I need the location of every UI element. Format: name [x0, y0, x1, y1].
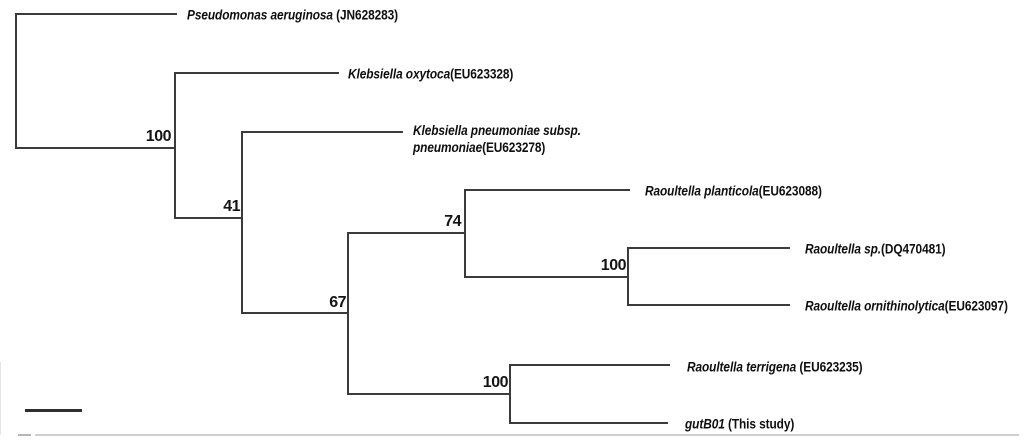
- tree-branch: [15, 147, 176, 149]
- tree-branch: [347, 232, 466, 234]
- bootstrap-value: 41: [223, 198, 240, 215]
- taxon-name: gutB01: [685, 416, 725, 432]
- tree-branch: [347, 393, 511, 395]
- taxon-name: Raoultella planticola: [645, 183, 759, 199]
- taxon-label: Raoultella ornithinolytica(EU623097): [805, 298, 1008, 315]
- taxon-accession: (JN628283): [332, 7, 399, 23]
- page-edge-line: [18, 434, 31, 436]
- tree-branch: [464, 189, 630, 191]
- taxon-accession: (EU623328): [450, 66, 514, 82]
- bootstrap-value: 100: [600, 257, 627, 274]
- page-edge-line: [35, 434, 1019, 436]
- taxon-label: Klebsiella oxytoca(EU623328): [348, 66, 513, 83]
- taxon-name: Raoultella sp.: [805, 241, 882, 257]
- taxon-label: Klebsiella pneumoniae subsp. pneumoniae(E…: [413, 122, 581, 156]
- taxon-accession: (DQ470481): [881, 241, 946, 257]
- taxon-accession: (This study): [724, 416, 795, 432]
- tree-branch: [509, 422, 668, 424]
- page-edge-line: [0, 362, 1, 435]
- tree-branch: [174, 72, 339, 74]
- taxon-label: Pseudomonas aeruginosa (JN628283): [187, 7, 398, 24]
- tree-branch: [241, 131, 403, 133]
- scale-bar: [25, 409, 82, 412]
- taxon-label: Raoultella planticola(EU623088): [645, 183, 822, 200]
- taxon-accession: (EU623235): [796, 359, 863, 375]
- taxon-name: pneumoniae: [413, 140, 483, 155]
- bootstrap-value: 100: [482, 374, 509, 391]
- taxon-name: Klebsiella pneumoniae subsp.: [413, 123, 581, 138]
- tree-branch: [241, 312, 349, 314]
- tree-branch: [174, 217, 243, 219]
- taxon-name: Raoultella terrigena: [687, 359, 797, 375]
- taxon-accession: (EU623097): [944, 298, 1008, 314]
- bootstrap-value: 74: [444, 213, 461, 230]
- tree-branch: [241, 131, 243, 314]
- bootstrap-value: 100: [145, 128, 172, 145]
- taxon-name: Klebsiella oxytoca: [348, 66, 451, 82]
- bootstrap-value: 67: [329, 294, 346, 311]
- tree-branch: [464, 276, 629, 278]
- taxon-accession: (EU623088): [758, 183, 822, 199]
- tree-branch: [15, 13, 177, 15]
- taxon-label: Raoultella sp.(DQ470481): [805, 241, 946, 258]
- tree-branch: [627, 247, 790, 249]
- taxon-accession: (EU623278): [482, 140, 546, 155]
- taxon-label: Raoultella terrigena (EU623235): [687, 359, 863, 376]
- tree-branch: [174, 72, 176, 219]
- taxon-name: Raoultella ornithinolytica: [805, 298, 945, 314]
- tree-branch: [627, 304, 790, 306]
- tree-branch: [509, 364, 670, 366]
- taxon-name: Pseudomonas aeruginosa: [187, 7, 333, 23]
- tree-branch: [15, 13, 17, 149]
- taxon-label: gutB01 (This study): [685, 416, 794, 433]
